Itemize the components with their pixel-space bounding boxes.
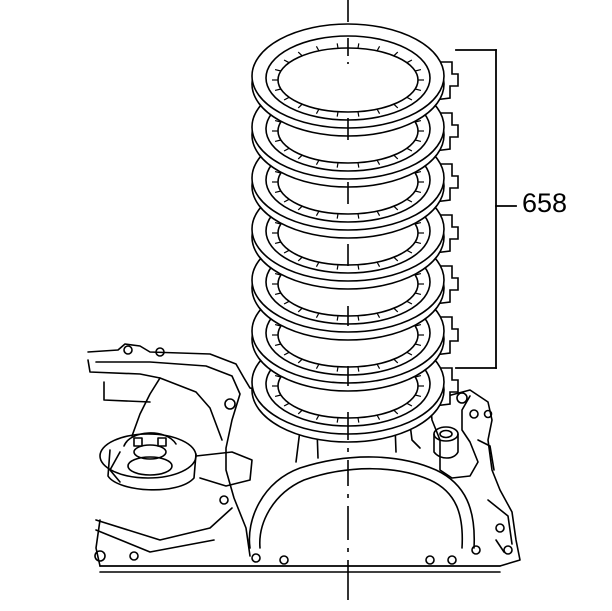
callout-bracket [455,49,517,369]
callout-label-658: 658 [522,188,568,218]
plate-spline-teeth [272,43,424,117]
clutch-plate [251,23,459,137]
plate-inner-bore [277,47,419,113]
clutch-plate-stack [251,23,459,443]
transmission-case-housing [87,343,521,573]
